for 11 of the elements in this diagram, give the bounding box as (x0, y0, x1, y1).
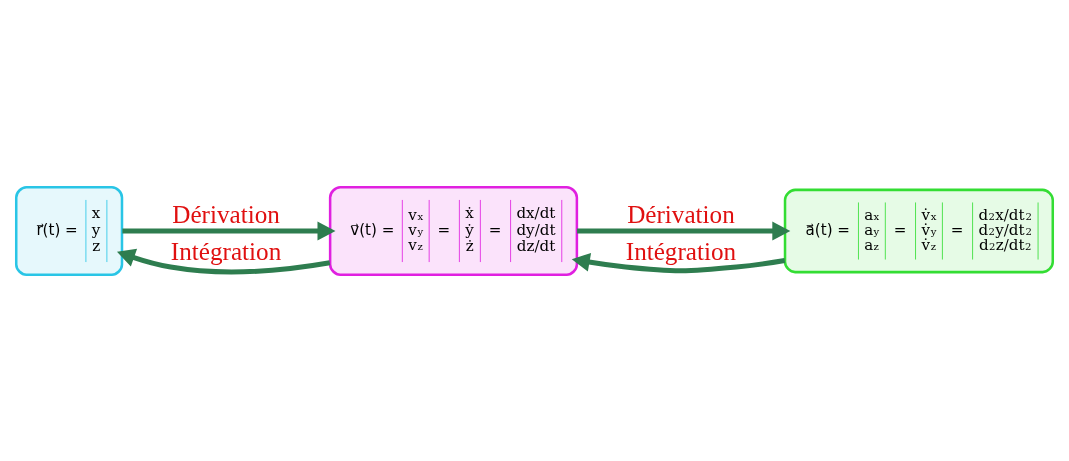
edge-label: Intégration (625, 237, 737, 265)
arrow (571, 252, 786, 273)
arrow (116, 248, 331, 274)
arrow (122, 221, 336, 240)
arrow (577, 221, 791, 240)
edge-label: Intégration (170, 237, 282, 265)
node-box: r⃗(t) = x y z (14, 185, 124, 276)
edge-label: Dérivation (172, 200, 280, 228)
edge-label: Dérivation (627, 200, 735, 228)
node-box: a⃗(t) = ax ay az = v̇x v̇y v̇z = d2x/dt2 d2y/dt2 d2z/dt2 (783, 188, 1054, 273)
node-box: v⃗(t) = vx vy vz = ẋ ẏ ż = dx/dt dy/dt dz/dt (328, 185, 579, 276)
